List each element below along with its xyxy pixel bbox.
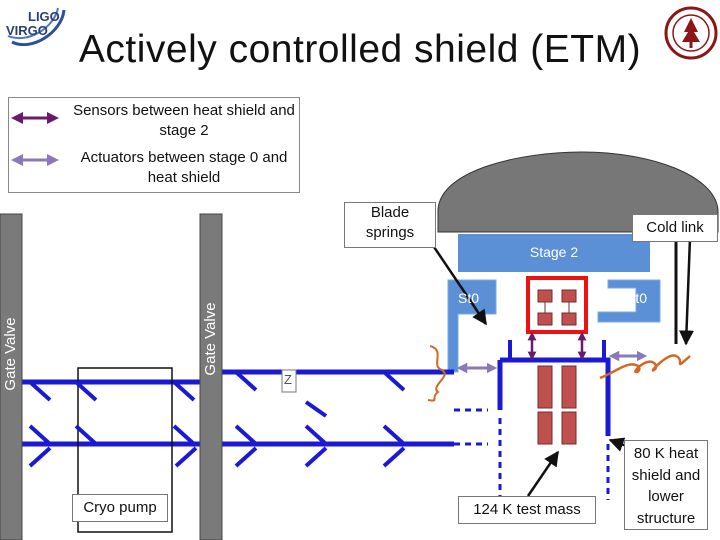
upper-mass-2 xyxy=(561,289,577,303)
cold-link-squiggle-left xyxy=(427,345,446,402)
stage2-label: Stage 2 xyxy=(529,244,579,260)
upper-mass-3 xyxy=(537,312,553,326)
test-mass-1 xyxy=(537,365,553,409)
gate-valve-left-label: Gate Valve xyxy=(2,317,19,391)
gate-valve-right-label: Gate Valve xyxy=(202,302,219,376)
test-mass-arrow xyxy=(526,450,560,497)
test-mass-3 xyxy=(537,411,553,445)
st0-left-label: St0 xyxy=(458,290,480,306)
cold-link-squiggle-right xyxy=(599,354,691,380)
upper-mass-4 xyxy=(561,312,577,326)
page-title: Actively controlled shield (ETM) xyxy=(78,28,642,71)
legend-actuators-text: Actuators between stage 0 and heat shiel… xyxy=(80,149,288,186)
st0-right-label: St0 xyxy=(626,290,648,306)
legend-box: Sensors between heat shield and stage 2 … xyxy=(8,97,300,193)
test-mass-2 xyxy=(561,365,577,409)
logo-ligo-text: LIGO xyxy=(28,9,60,24)
upper-mass-1 xyxy=(537,289,553,303)
ligo-virgo-logo: LIGO VIRGO xyxy=(6,7,66,46)
test-mass-label: 124 K test mass xyxy=(458,496,596,524)
stanford-seal-logo xyxy=(664,6,718,60)
highlight-box xyxy=(526,276,588,334)
test-mass-4 xyxy=(561,411,577,445)
legend-sensors-text: Sensors between heat shield and stage 2 xyxy=(73,102,295,139)
blade-springs-label: Blade springs xyxy=(344,202,436,248)
legend-arrows xyxy=(10,112,59,166)
cold-link-label: Cold link xyxy=(632,214,718,242)
heat-shield-structure xyxy=(500,357,611,436)
cryo-pump-label: Cryo pump xyxy=(72,494,168,522)
cold-link-arrow xyxy=(679,237,695,346)
logo-virgo-text: VIRGO xyxy=(6,23,48,38)
lower-structure-label: 80 K heat shield and lower structure xyxy=(624,440,708,530)
z-label: Z xyxy=(284,372,292,387)
